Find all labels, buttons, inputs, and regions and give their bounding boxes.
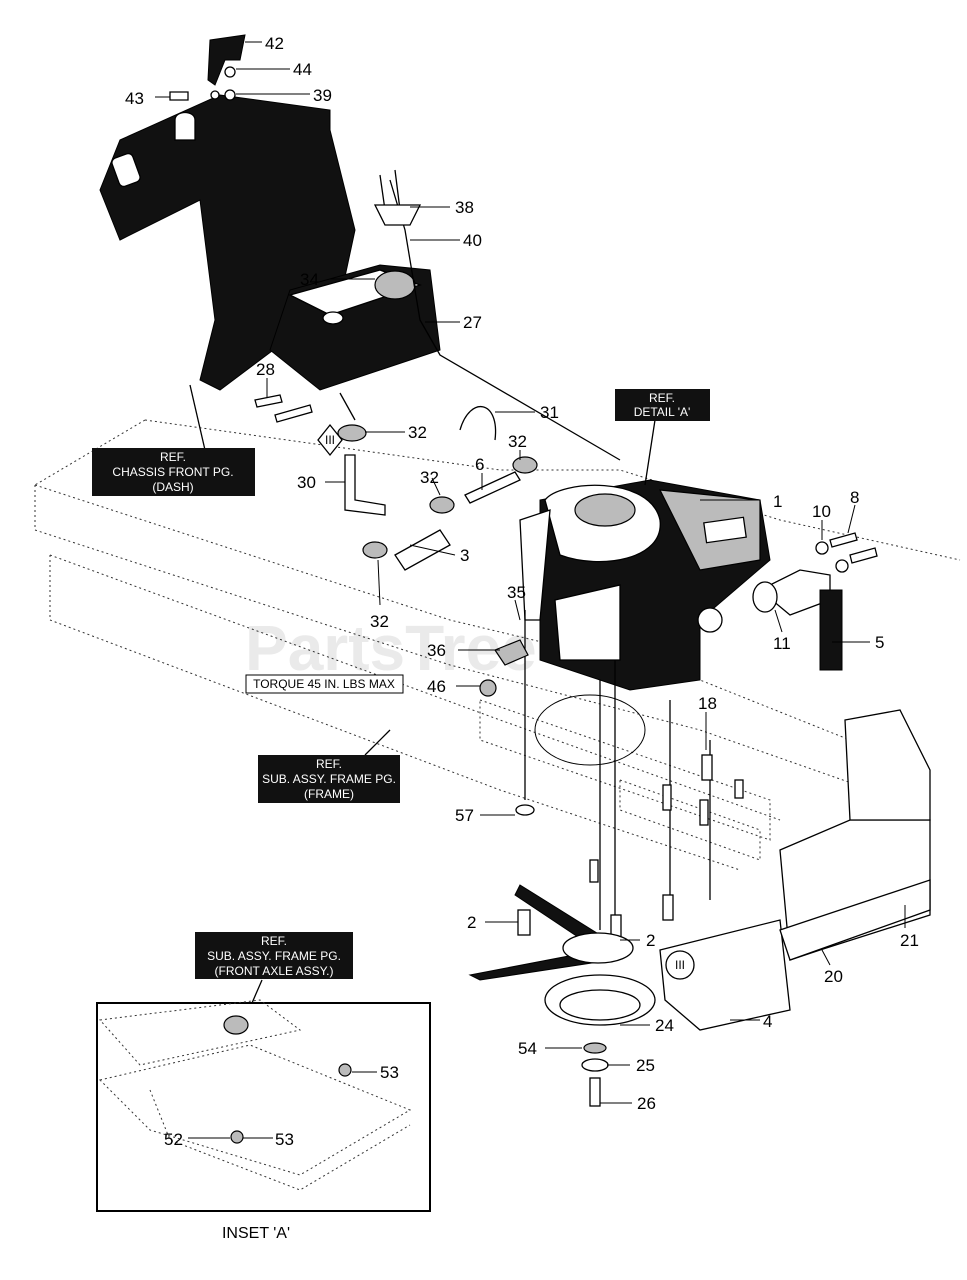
inset-caption: INSET 'A' xyxy=(222,1225,290,1242)
svg-text:REF.: REF. xyxy=(261,934,287,948)
marker-III-b: III xyxy=(675,958,685,972)
callout-21: 21 xyxy=(900,931,919,950)
callout-42: 42 xyxy=(265,34,284,53)
callout-34: 34 xyxy=(300,270,319,289)
callout-30: 30 xyxy=(297,473,316,492)
callout-26: 26 xyxy=(637,1094,656,1113)
svg-text:TORQUE 45 IN. LBS MAX: TORQUE 45 IN. LBS MAX xyxy=(253,677,395,691)
callout-53-a: 53 xyxy=(380,1063,399,1082)
svg-text:SUB. ASSY. FRAME PG.: SUB. ASSY. FRAME PG. xyxy=(262,772,396,786)
callout-31: 31 xyxy=(540,403,559,422)
svg-text:III: III xyxy=(325,433,335,447)
callout-52: 52 xyxy=(164,1130,183,1149)
callout-3: 3 xyxy=(460,546,469,565)
callout-46: 46 xyxy=(427,677,446,696)
callout-20: 20 xyxy=(824,967,843,986)
svg-text:CHASSIS FRONT PG.: CHASSIS FRONT PG. xyxy=(112,465,233,479)
svg-text:REF.: REF. xyxy=(316,757,342,771)
callout-35: 35 xyxy=(507,583,526,602)
callout-18: 18 xyxy=(698,694,717,713)
mounting-bolts xyxy=(479,610,744,941)
callout-38: 38 xyxy=(455,198,474,217)
callout-40: 40 xyxy=(463,231,482,250)
callout-32-b: 32 xyxy=(508,432,527,451)
leader-lines xyxy=(155,41,906,1104)
callout-43: 43 xyxy=(125,89,144,108)
svg-text:SUB. ASSY. FRAME PG.: SUB. ASSY. FRAME PG. xyxy=(207,949,341,963)
svg-text:REF.: REF. xyxy=(160,450,186,464)
callout-54: 54 xyxy=(518,1039,537,1058)
callout-27: 27 xyxy=(463,313,482,332)
callout-39: 39 xyxy=(313,86,332,105)
svg-text:(DASH): (DASH) xyxy=(152,480,193,494)
callout-32-a: 32 xyxy=(408,423,427,442)
svg-text:(FRONT AXLE ASSY.): (FRONT AXLE ASSY.) xyxy=(215,964,334,978)
callout-8: 8 xyxy=(850,488,859,507)
callout-1: 1 xyxy=(773,492,782,511)
frame-rail xyxy=(34,419,961,871)
throttle-bracket xyxy=(169,34,246,101)
ref-detail-a-box: REF. DETAIL 'A' xyxy=(615,389,710,421)
callout-57: 57 xyxy=(455,806,474,825)
fuel-hose-30 xyxy=(344,454,386,516)
svg-text:III: III xyxy=(675,958,685,972)
callout-2-b: 2 xyxy=(646,931,655,950)
svg-text:(FRAME): (FRAME) xyxy=(304,787,354,801)
blade-pulley xyxy=(468,884,656,1107)
callout-25: 25 xyxy=(636,1056,655,1075)
fuel-tank xyxy=(254,264,441,423)
engine-shield xyxy=(659,709,931,1031)
callout-32-c: 32 xyxy=(420,468,439,487)
svg-text:REF.: REF. xyxy=(649,391,675,405)
callout-5: 5 xyxy=(875,633,884,652)
callout-53-b: 53 xyxy=(275,1130,294,1149)
callout-10: 10 xyxy=(812,502,831,521)
callout-2-a: 2 xyxy=(467,913,476,932)
watermark: PartsTree xyxy=(245,612,537,684)
hose-clamp xyxy=(337,424,538,559)
fuel-filter xyxy=(394,529,451,571)
inset-a: 53 52 53 xyxy=(96,999,431,1212)
callout-36: 36 xyxy=(427,641,446,660)
fuel-line-6 xyxy=(464,471,521,504)
svg-text:DETAIL 'A': DETAIL 'A' xyxy=(634,405,691,419)
callout-4: 4 xyxy=(763,1012,772,1031)
callout-28: 28 xyxy=(256,360,275,379)
callout-numbers: 42 44 43 39 38 40 34 27 28 31 32 30 6 32… xyxy=(125,34,919,1113)
fuel-line-loop xyxy=(459,405,497,441)
callout-24: 24 xyxy=(655,1016,674,1035)
frame-hole xyxy=(534,694,646,766)
ref-front-axle-box: REF. SUB. ASSY. FRAME PG. (FRONT AXLE AS… xyxy=(195,932,353,1004)
muffler-pipe xyxy=(752,532,878,671)
marker-III-a: III xyxy=(317,423,343,457)
ref-chassis-front-box: REF. CHASSIS FRONT PG. (DASH) xyxy=(92,448,255,496)
callout-32-d: 32 xyxy=(370,612,389,631)
torque-note: TORQUE 45 IN. LBS MAX xyxy=(245,674,404,694)
choke-control xyxy=(373,169,422,226)
engine xyxy=(519,479,771,691)
callout-6: 6 xyxy=(475,455,484,474)
callout-44: 44 xyxy=(293,60,312,79)
callout-11: 11 xyxy=(773,634,791,653)
ref-frame-box: REF. SUB. ASSY. FRAME PG. (FRAME) xyxy=(258,755,400,803)
